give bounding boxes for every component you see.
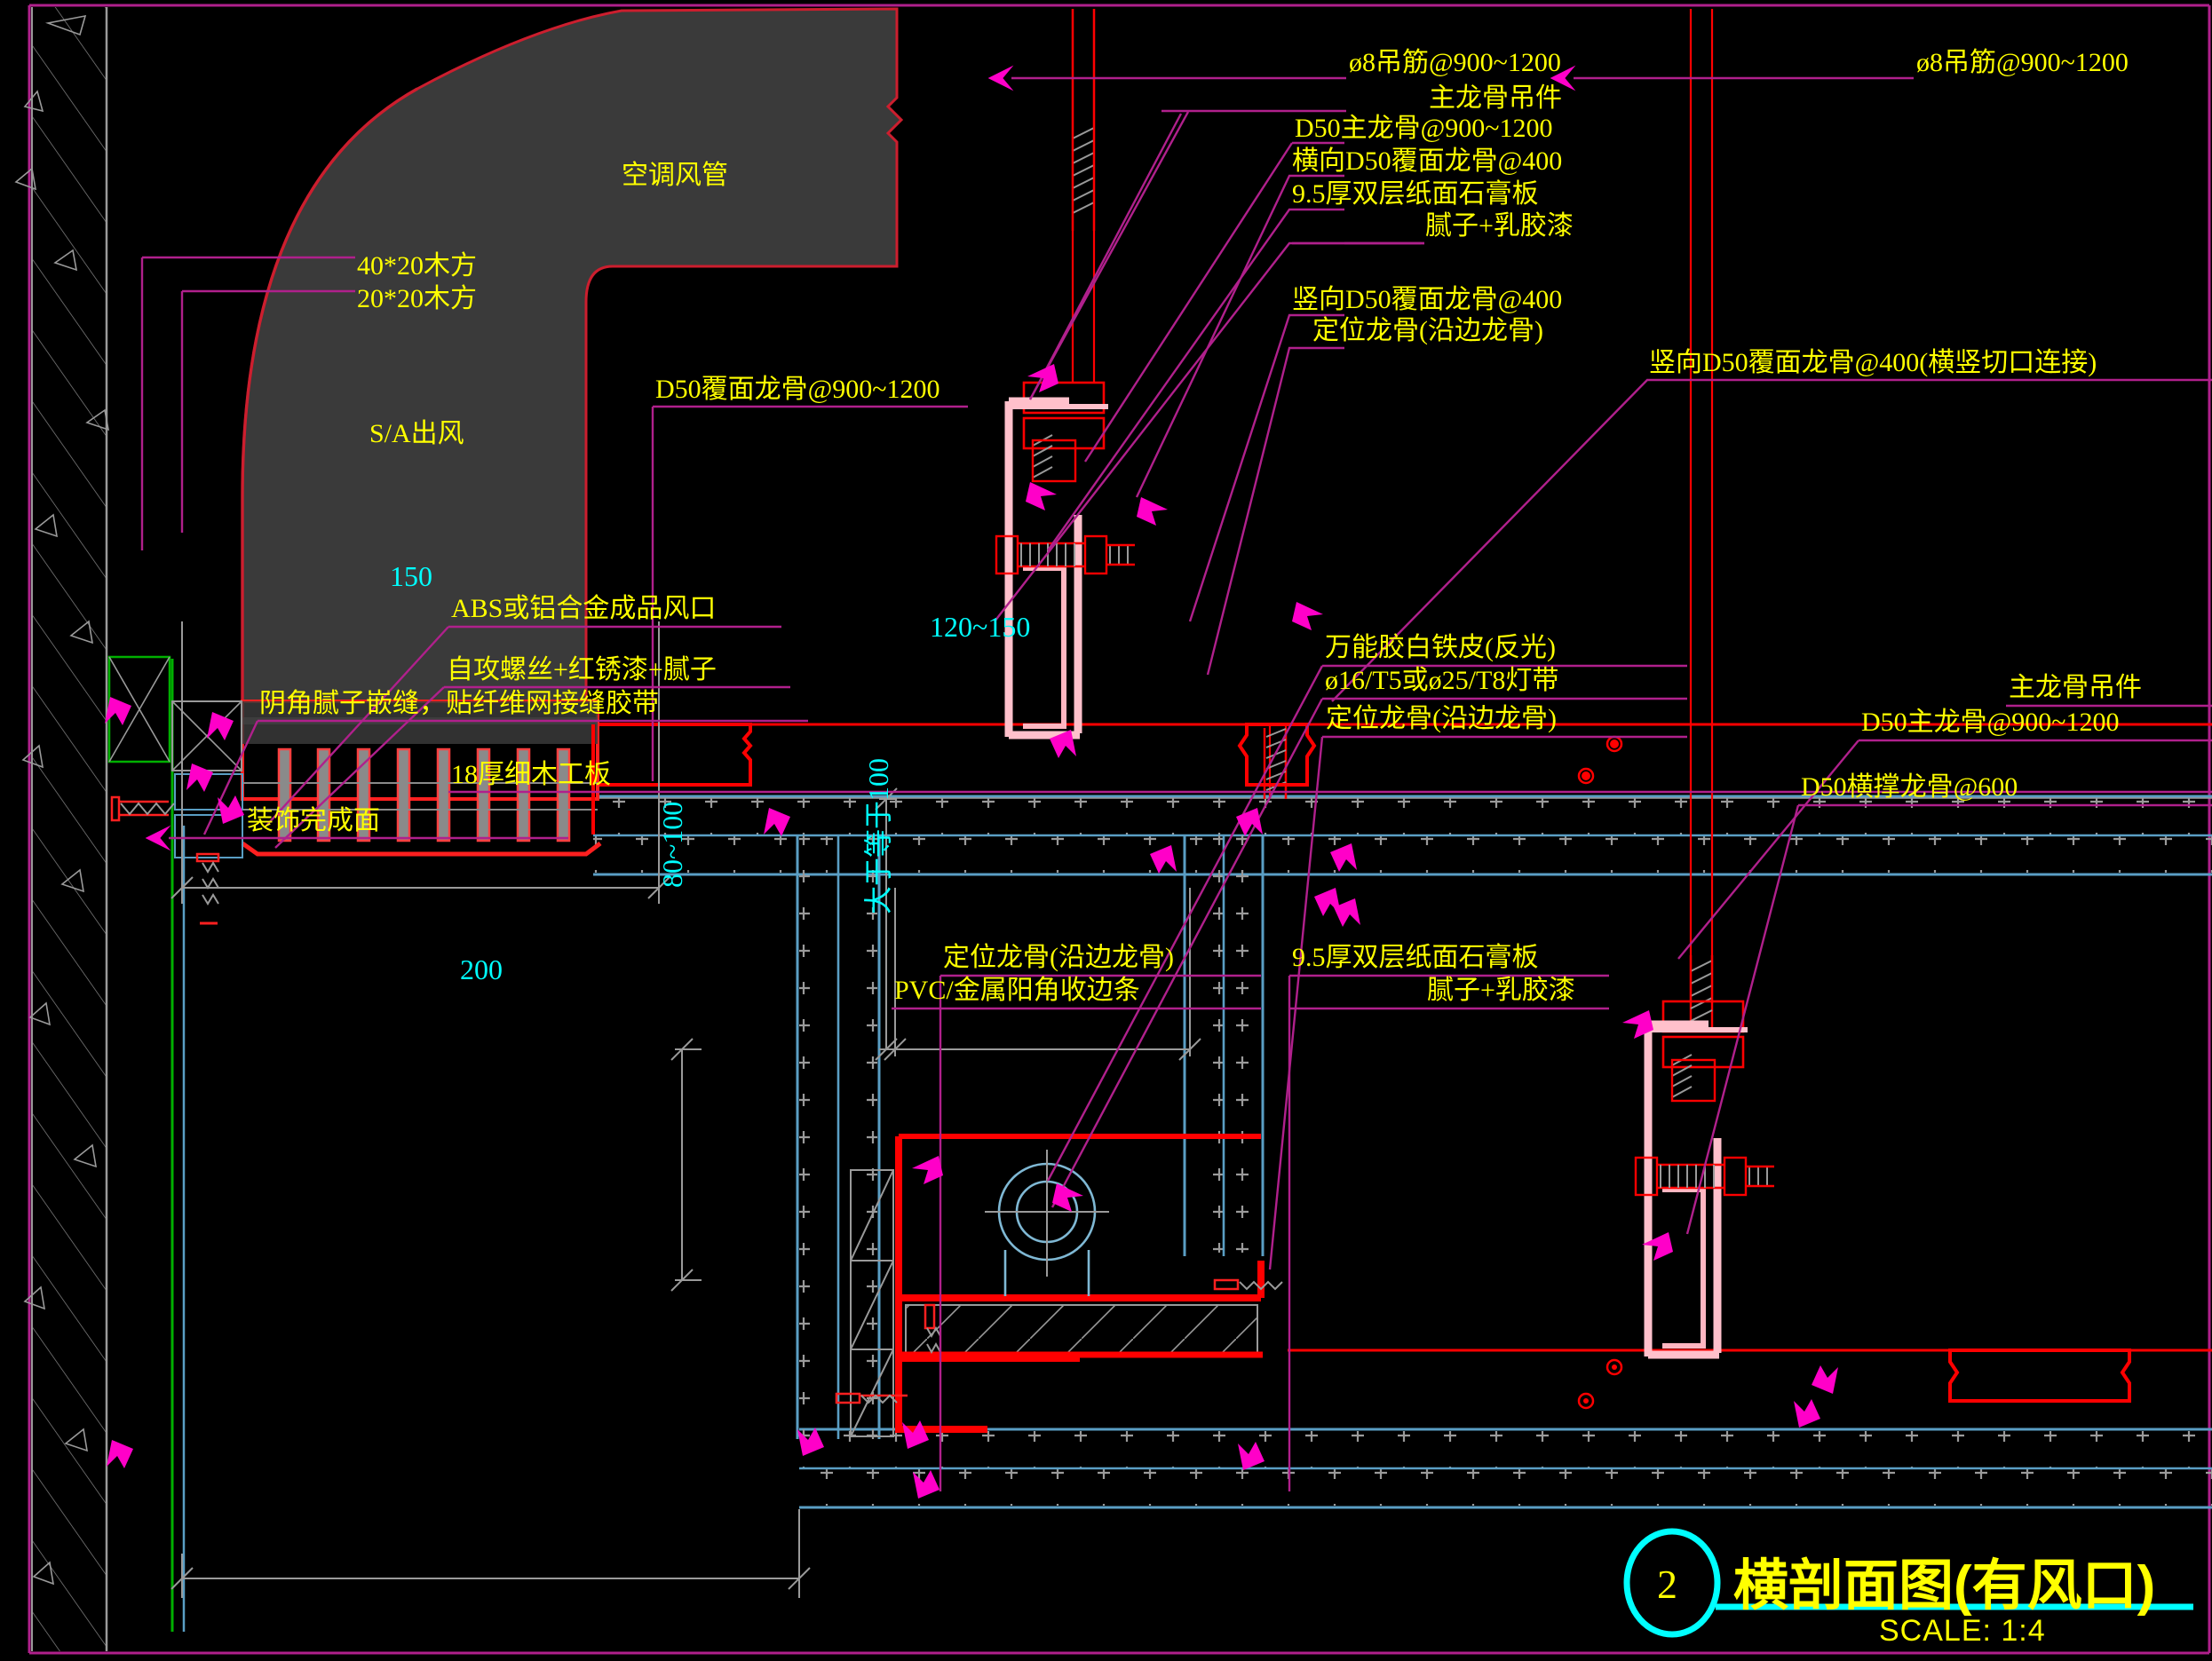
label-perimeter-runner-bot: 定位龙骨(沿边龙骨) — [943, 943, 1174, 972]
dim-150: 150 — [390, 560, 432, 592]
label-furring-900-1200: D50覆面龙骨@900~1200 — [655, 375, 940, 404]
dim-greater-100: 大于等于100 — [862, 757, 894, 914]
dim-200: 200 — [460, 953, 503, 985]
label-putty-latex-top: 腻子+乳胶漆 — [1425, 211, 1574, 241]
label-gypsum-board-top: 9.5厚双层纸面石膏板 — [1292, 179, 1539, 209]
timber-blocks — [107, 655, 243, 925]
dim-80-100: 80~100 — [656, 801, 688, 888]
upper-runner-boxes — [1237, 723, 1623, 787]
ceiling-gypsum-lower — [799, 1428, 2212, 1509]
label-self-tapping-screw: 自攻螺丝+红锈漆+腻子 — [447, 655, 717, 684]
label-main-runner-top: D50主龙骨@900~1200 — [1295, 114, 1553, 143]
bulkhead-vertical-gypsum — [796, 835, 881, 1439]
red-runner-profiles — [591, 723, 2212, 1403]
label-timber-20x20: 20*20木方 — [357, 284, 477, 313]
label-cross-furring-400: 横向D50覆面龙骨@400 — [1292, 146, 1563, 176]
dim-120-150: 120~150 — [930, 611, 1031, 643]
label-timber-40x20: 40*20木方 — [357, 251, 477, 281]
label-perimeter-runner-mid: 定位龙骨(沿边龙骨) — [1326, 704, 1557, 733]
hvac-duct-shape — [241, 7, 904, 703]
label-vertical-furring-cut: 竖向D50覆面龙骨@400(横竖切口连接) — [1649, 348, 2097, 377]
label-vertical-furring-400: 竖向D50覆面龙骨@400 — [1292, 285, 1563, 314]
leader-lines — [140, 65, 2212, 1491]
hanger-assembly-left — [995, 9, 1135, 740]
light-trough — [835, 1134, 1283, 1437]
label-hanger-rod-right: ø8吊筋@900~1200 — [1916, 48, 2129, 77]
label-corner-putty-tape: 阴角腻子嵌缝，贴纤维网接缝胶带 — [259, 689, 659, 718]
trough-right-gypsum — [1183, 835, 1265, 1256]
label-supply-air: S/A出风 — [369, 419, 464, 448]
label-led-strip: ø16/T5或ø25/T8灯带 — [1325, 666, 1559, 695]
detail-number: 2 — [1657, 1562, 1677, 1607]
label-putty-latex-bot: 腻子+乳胶漆 — [1427, 976, 1575, 1005]
leader-arrowheads — [105, 364, 1838, 1499]
hanger-assembly-right — [1634, 955, 1774, 1359]
label-hvac-duct: 空调风管 — [622, 161, 728, 190]
label-main-runner-right: D50主龙骨@900~1200 — [1861, 708, 2120, 737]
sheet-border — [28, 4, 2211, 1655]
label-universal-glue-tin: 万能胶白铁皮(反光) — [1325, 633, 1556, 662]
label-pvc-corner-bead: PVC/金属阳角收边条 — [894, 976, 1140, 1005]
label-hanger-rod-left: ø8吊筋@900~1200 — [1349, 48, 1561, 77]
label-carpentry-board-18: 18厚细木工板 — [451, 760, 611, 789]
label-abs-diffuser: ABS或铝合金成品风口 — [451, 594, 717, 623]
detail-title: 横剖面图(有风口) — [1733, 1555, 2156, 1617]
label-gypsum-board-bot: 9.5厚双层纸面石膏板 — [1292, 943, 1539, 972]
label-perimeter-runner-top: 定位龙骨(沿边龙骨) — [1312, 316, 1543, 345]
structural-wall — [14, 7, 110, 1651]
label-finished-surface: 装饰完成面 — [247, 806, 380, 835]
detail-scale: SCALE: 1:4 — [1879, 1614, 2046, 1648]
label-main-runner-hanger-top: 主龙骨吊件 — [1429, 83, 1562, 113]
lower-runner-dots — [1577, 1358, 1623, 1410]
label-main-runner-hanger-r: 主龙骨吊件 — [2009, 673, 2142, 702]
label-cross-brace-600: D50横撑龙骨@600 — [1801, 772, 2018, 802]
